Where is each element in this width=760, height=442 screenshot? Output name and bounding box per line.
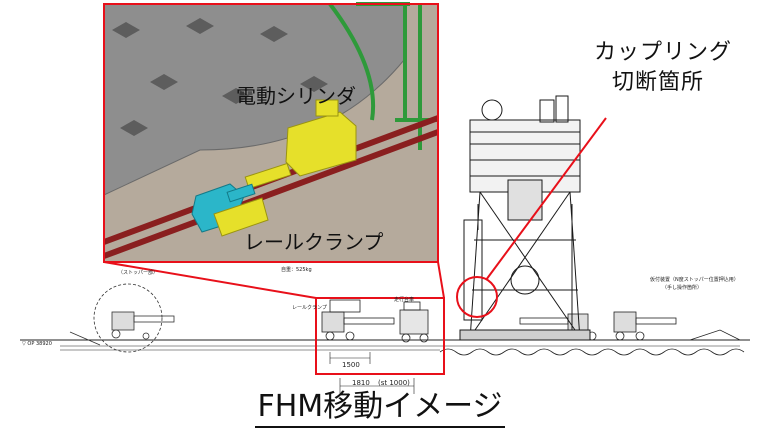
caption: FHM移動イメージ xyxy=(0,389,760,428)
zoom-line-right xyxy=(437,261,445,299)
green-frame xyxy=(328,2,438,150)
rail-clamp-label: レールクランプ xyxy=(244,230,384,254)
electric-cylinder-model xyxy=(244,99,357,190)
dim-stroke: (st 1000) xyxy=(378,379,410,387)
left-detail xyxy=(69,283,175,353)
coupling-circle xyxy=(456,276,498,318)
dim-1810: 1810 xyxy=(352,379,370,387)
elevation-label: ▽ OP 38920 xyxy=(22,341,52,347)
carriage-label: 走行台車 xyxy=(394,297,415,303)
callout-coupling: カップリング xyxy=(594,40,733,65)
deck-pockets xyxy=(112,18,328,136)
right-note-2: （手し操作箇所） xyxy=(662,285,703,291)
rail-clamp-drawing-label: レールクランプ xyxy=(292,305,327,311)
inset-frame xyxy=(103,3,439,263)
dimension-lines xyxy=(329,352,415,394)
red-highlights xyxy=(103,3,607,375)
dim-1500: 1500 xyxy=(342,361,360,369)
left-note: （ストッパー部） xyxy=(118,270,159,276)
inset-render xyxy=(102,2,440,262)
electric-cylinder-label: 電動シリンダ xyxy=(236,84,356,108)
highlight-box xyxy=(315,297,445,375)
floor-drawing xyxy=(20,339,750,356)
callout-cut-point: 切断箇所 xyxy=(612,70,705,95)
weight-label: 自重：525kg xyxy=(281,267,312,273)
callout-line xyxy=(485,117,607,281)
rail-clamp-model xyxy=(191,183,269,237)
zoom-line-left xyxy=(103,261,317,299)
fhm-tower xyxy=(459,95,591,341)
right-note-1: 仮付装置（N度ストッパー位置押込用） xyxy=(650,277,739,283)
caption-text: FHM移動イメージ xyxy=(255,389,505,428)
